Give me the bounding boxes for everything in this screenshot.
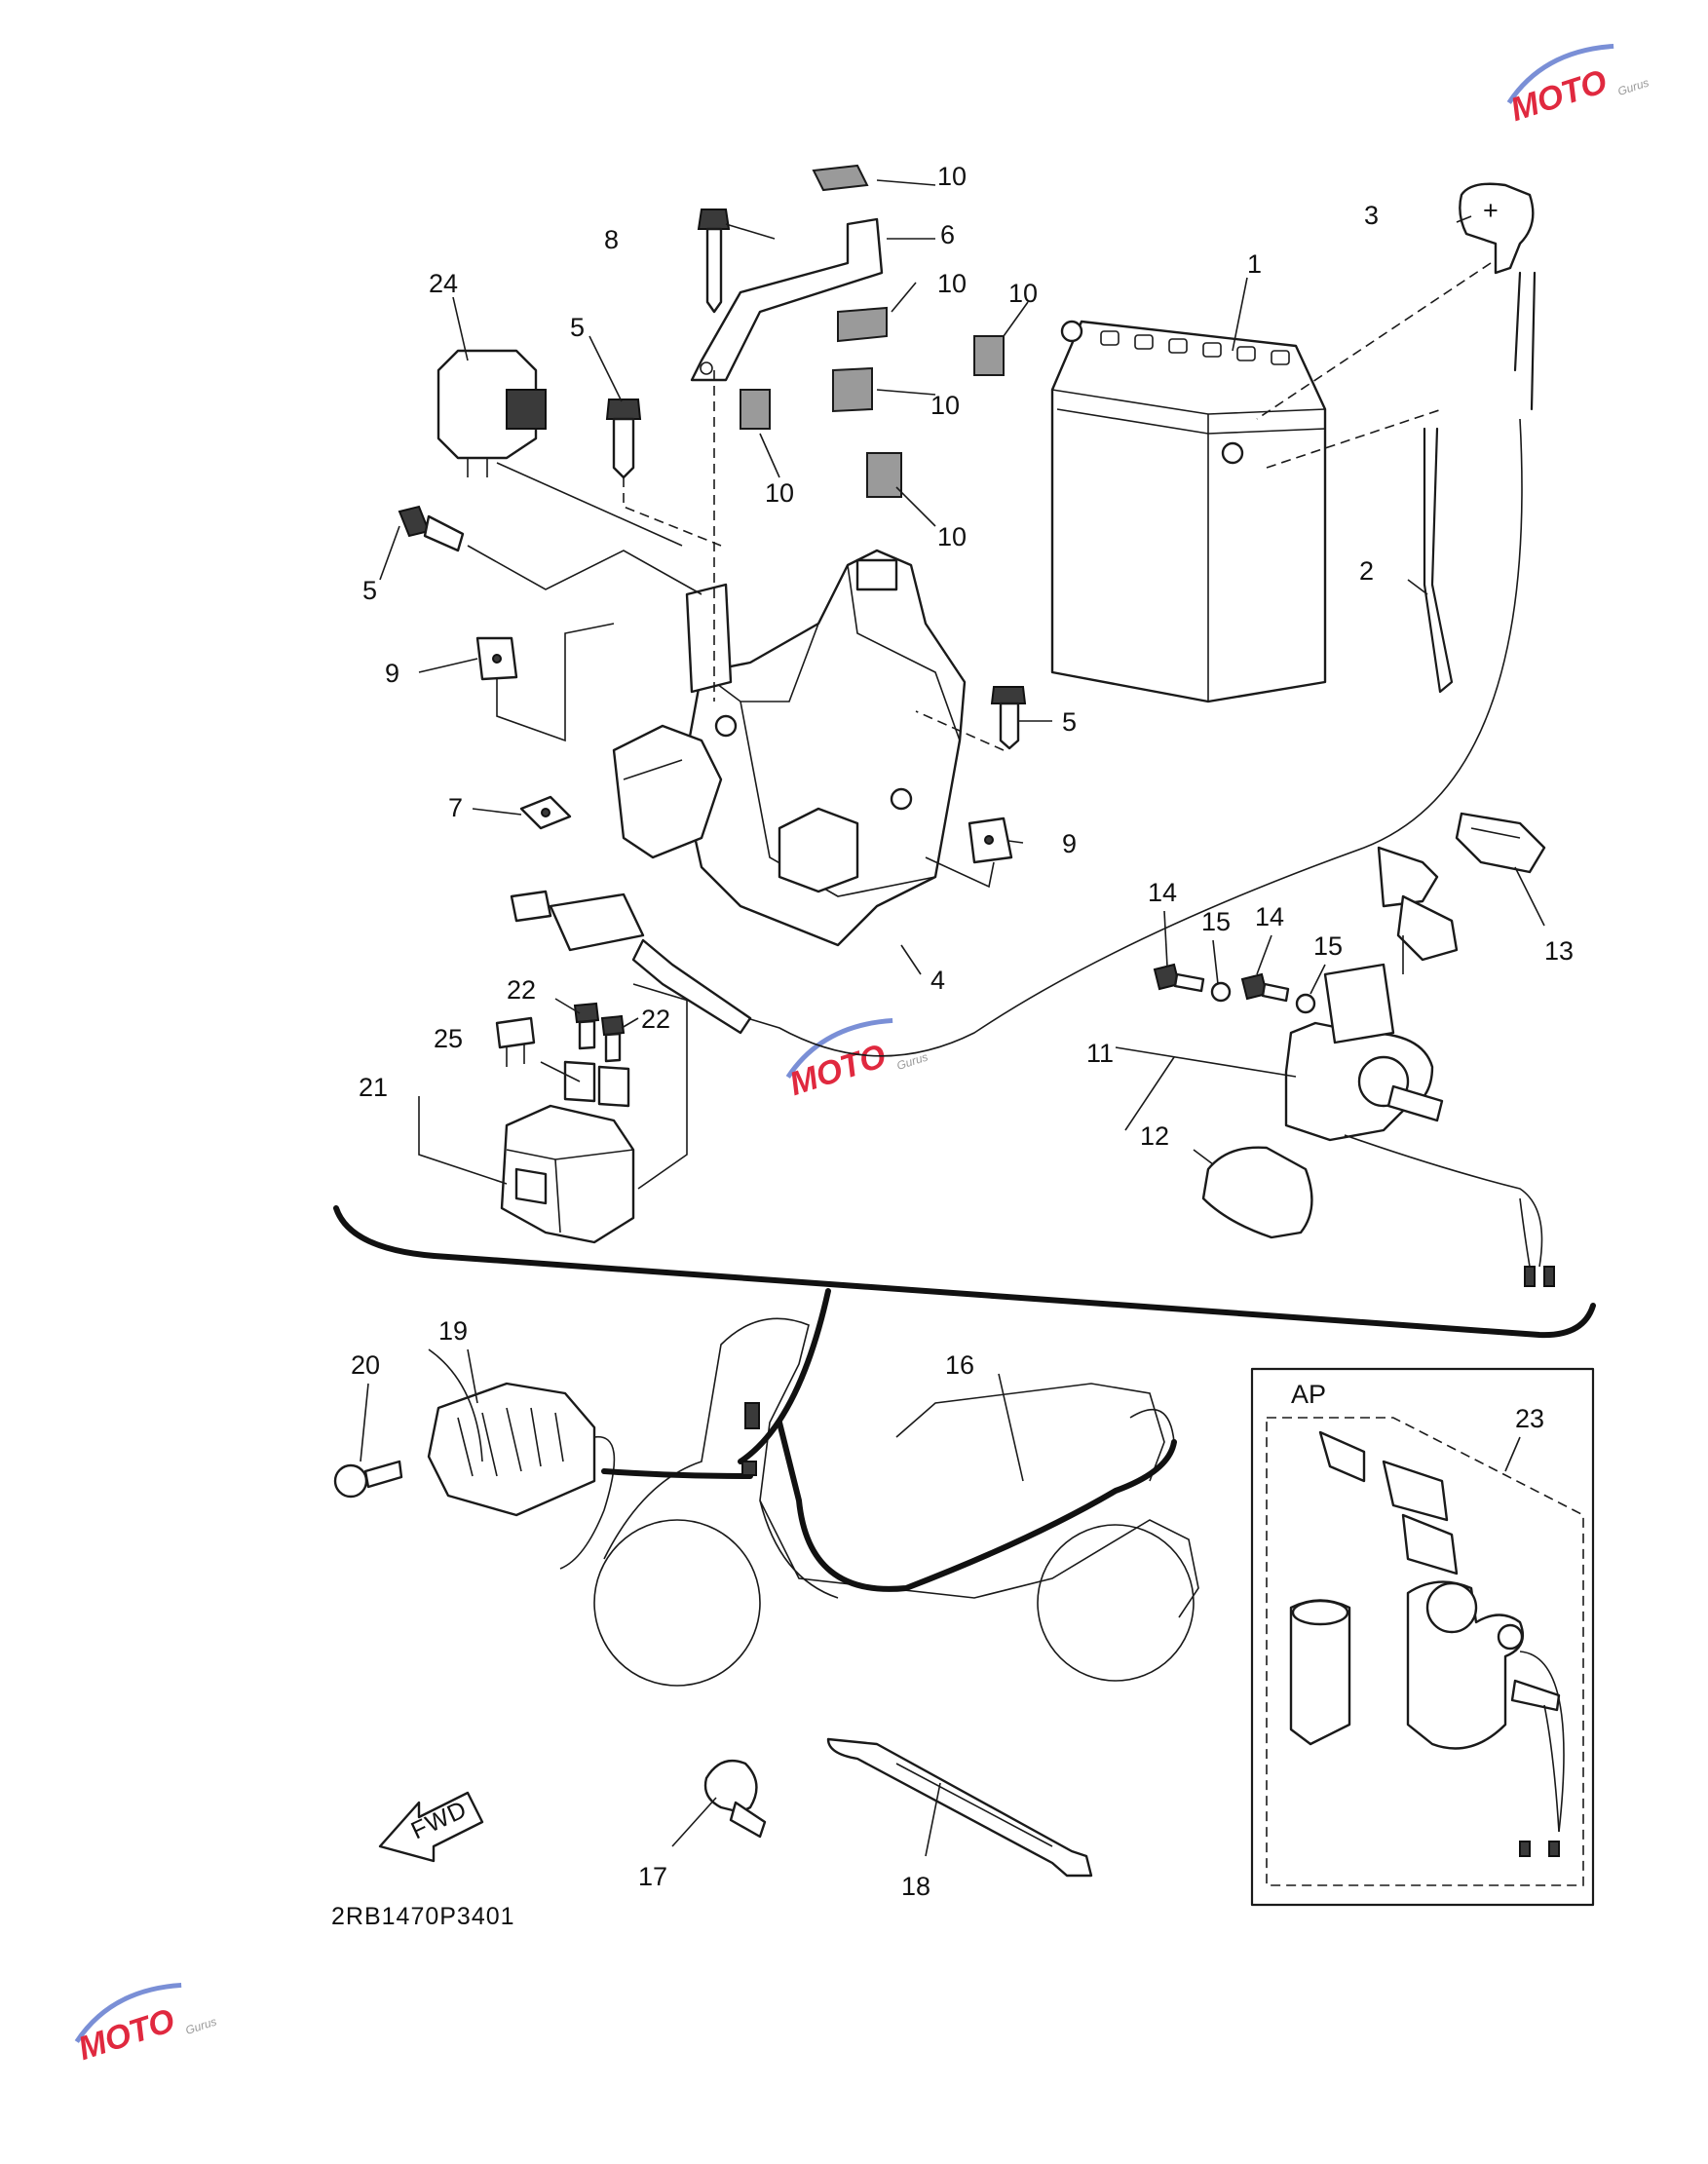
svg-text:Gurus: Gurus xyxy=(184,2015,218,2037)
callout-10-f: 10 xyxy=(937,522,967,551)
callout-12: 12 xyxy=(1140,1121,1169,1151)
watermark-logo-center: MOTO Gurus xyxy=(785,1017,930,1103)
pad-lower xyxy=(832,366,873,413)
callout-6: 6 xyxy=(940,220,955,249)
callout-25: 25 xyxy=(434,1024,463,1053)
bolt-5-left xyxy=(398,505,702,595)
pad-left xyxy=(740,389,771,430)
svg-text:MOTO: MOTO xyxy=(785,1038,891,1103)
callout-9-right: 9 xyxy=(1062,829,1077,858)
callout-19: 19 xyxy=(438,1316,468,1346)
fuse-22-b xyxy=(600,1014,626,1063)
callout-10-c: 10 xyxy=(1008,279,1038,308)
section-divider-curve xyxy=(333,1205,1596,1339)
positive-terminal-cover: + xyxy=(632,182,1537,1057)
callout-22-b: 22 xyxy=(641,1005,670,1034)
callout-11: 11 xyxy=(1086,1039,1114,1068)
watermark-logo-top-right: MOTO Gurus xyxy=(1506,43,1651,129)
ap-kit-box xyxy=(1250,1367,1595,1907)
callout-4: 4 xyxy=(930,966,945,995)
callout-16: 16 xyxy=(945,1350,974,1380)
callout-2: 2 xyxy=(1359,556,1374,586)
pad-top xyxy=(812,164,869,192)
callout-1: 1 xyxy=(1247,249,1262,279)
seat-lock-cap-13 xyxy=(1455,812,1546,874)
rectifier-regulator xyxy=(427,1348,616,1570)
callout-18: 18 xyxy=(901,1872,930,1901)
pad-mid xyxy=(837,306,888,343)
bolt-8 xyxy=(697,209,731,314)
callout-15-a: 15 xyxy=(1201,907,1231,936)
starter-relay-assembly xyxy=(418,974,688,1244)
leader-lines xyxy=(360,179,1545,1857)
battery-box xyxy=(680,549,967,947)
battery-hold-bracket xyxy=(690,217,884,702)
watermark-logo-bottom-left: MOTO Gurus xyxy=(74,1982,218,2068)
callout-10-e: 10 xyxy=(765,478,794,508)
switch-cover-12 xyxy=(1201,1146,1313,1239)
callout-5-top: 5 xyxy=(570,313,585,342)
ap-kit-label: AP xyxy=(1291,1380,1326,1409)
fuse-22-a xyxy=(573,1002,600,1050)
callout-labels: 1 2 3 4 5 5 5 6 7 8 9 9 10 10 10 10 10 1… xyxy=(351,162,1574,1901)
callout-10-d: 10 xyxy=(930,391,960,420)
pad-right xyxy=(973,335,1005,376)
svg-text:Gurus: Gurus xyxy=(1616,76,1651,98)
callout-24: 24 xyxy=(429,269,458,298)
callout-17: 17 xyxy=(638,1862,667,1891)
diagram-code: 2RB1470P3401 xyxy=(331,1903,515,1930)
main-switch xyxy=(1284,963,1555,1287)
callout-10-a: 10 xyxy=(937,162,967,191)
fwd-arrow: FWD xyxy=(378,1791,484,1863)
callout-9-left: 9 xyxy=(385,659,399,688)
bolt-5-top xyxy=(605,399,722,547)
fuse-25 xyxy=(495,1016,536,1067)
battery-negative-cable xyxy=(1266,408,1454,694)
callout-5-right: 5 xyxy=(1062,707,1077,737)
battery-box-side-bracket xyxy=(612,583,733,859)
nut-9-left xyxy=(475,623,615,742)
bolt-20 xyxy=(333,1460,403,1499)
callout-15-b: 15 xyxy=(1313,931,1343,961)
relay xyxy=(436,349,683,547)
cable-tie-18 xyxy=(826,1737,1093,1878)
scooter-outline xyxy=(593,1288,1199,1687)
callout-20: 20 xyxy=(351,1350,380,1380)
svg-text:MOTO: MOTO xyxy=(1506,63,1612,129)
clip-7 xyxy=(519,795,572,830)
battery-lead-cable xyxy=(510,890,752,1035)
callout-10-b: 10 xyxy=(937,269,967,298)
pad-bottom xyxy=(866,452,902,498)
clamp-17 xyxy=(703,1759,767,1839)
callout-13: 13 xyxy=(1544,936,1574,966)
bolt-5-right xyxy=(915,686,1027,751)
wire-harness xyxy=(738,1288,831,1464)
callout-22-a: 22 xyxy=(507,975,536,1005)
nut-9-right xyxy=(925,816,1013,889)
callout-21: 21 xyxy=(359,1073,388,1102)
callout-5-left: 5 xyxy=(362,576,377,605)
battery xyxy=(1050,320,1327,703)
pads xyxy=(740,164,1005,498)
callout-3: 3 xyxy=(1364,201,1379,230)
screws-14-15 xyxy=(1153,963,1316,1014)
svg-text:MOTO: MOTO xyxy=(74,2002,179,2068)
terminal-plus-symbol: + xyxy=(1483,196,1499,225)
ignition-key xyxy=(1377,846,1459,974)
callout-8: 8 xyxy=(604,225,619,254)
callout-14-b: 14 xyxy=(1255,902,1284,931)
callout-7: 7 xyxy=(448,793,463,822)
callout-23: 23 xyxy=(1515,1404,1544,1433)
callout-14-a: 14 xyxy=(1148,878,1177,907)
